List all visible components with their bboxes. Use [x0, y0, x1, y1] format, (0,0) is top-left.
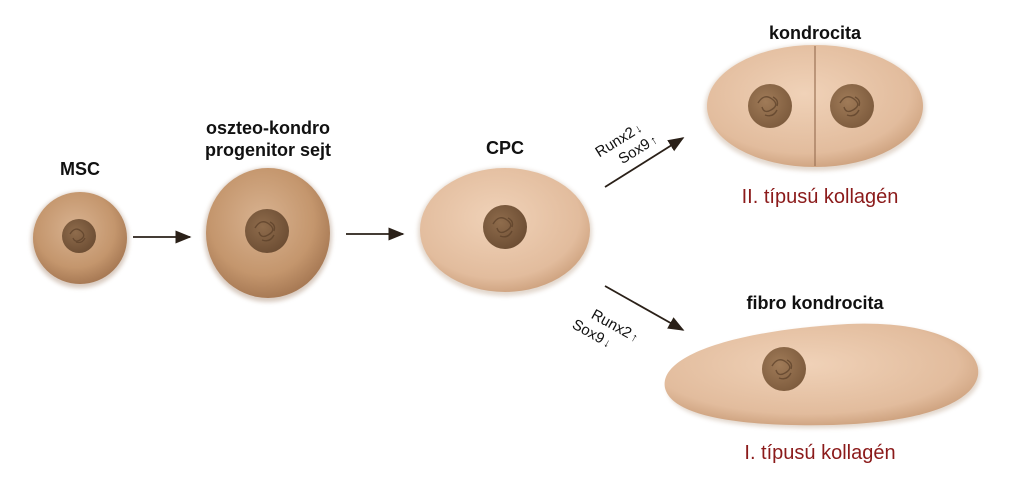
msc-label: MSC	[60, 159, 100, 179]
progenitor-label: oszteo-kondro progenitor sejt	[178, 117, 358, 161]
chondrocyte-collagen-label: II. típusú kollagén	[741, 186, 899, 208]
fibrochondrocyte-nucleus	[762, 347, 806, 391]
fibrochondrocyte-label: fibro kondrocita	[746, 293, 884, 313]
progenitor-label-line1: oszteo-kondro	[206, 118, 330, 138]
progenitor-nucleus	[245, 209, 289, 253]
msc-cell	[31, 192, 129, 288]
cpc-nucleus	[483, 205, 527, 249]
fibrochondrocyte-collagen-label: I. típusú kollagén	[744, 442, 896, 464]
arrow-cpc-to-chondrocyte	[604, 137, 685, 188]
msc-nucleus	[62, 219, 96, 253]
arrow-cpc-to-fibrochondrocyte	[604, 285, 685, 331]
chondrocyte-cell	[705, 45, 925, 171]
upper-branch-genes: Runx2↓ Sox9↑	[592, 121, 659, 168]
fibrochondrocyte-cell	[664, 323, 981, 429]
cpc-cell	[418, 168, 592, 296]
progenitor-label-line2: progenitor sejt	[204, 140, 331, 160]
cpc-label: CPC	[485, 138, 524, 158]
chondrocyte-nucleus-left	[748, 84, 792, 128]
lower-branch-genes: Runx2↑ Sox9↓	[569, 306, 640, 350]
chondrocyte-nucleus-right	[830, 84, 874, 128]
chondrocyte-label: kondrocita	[768, 23, 861, 43]
progenitor-cell	[204, 168, 332, 302]
